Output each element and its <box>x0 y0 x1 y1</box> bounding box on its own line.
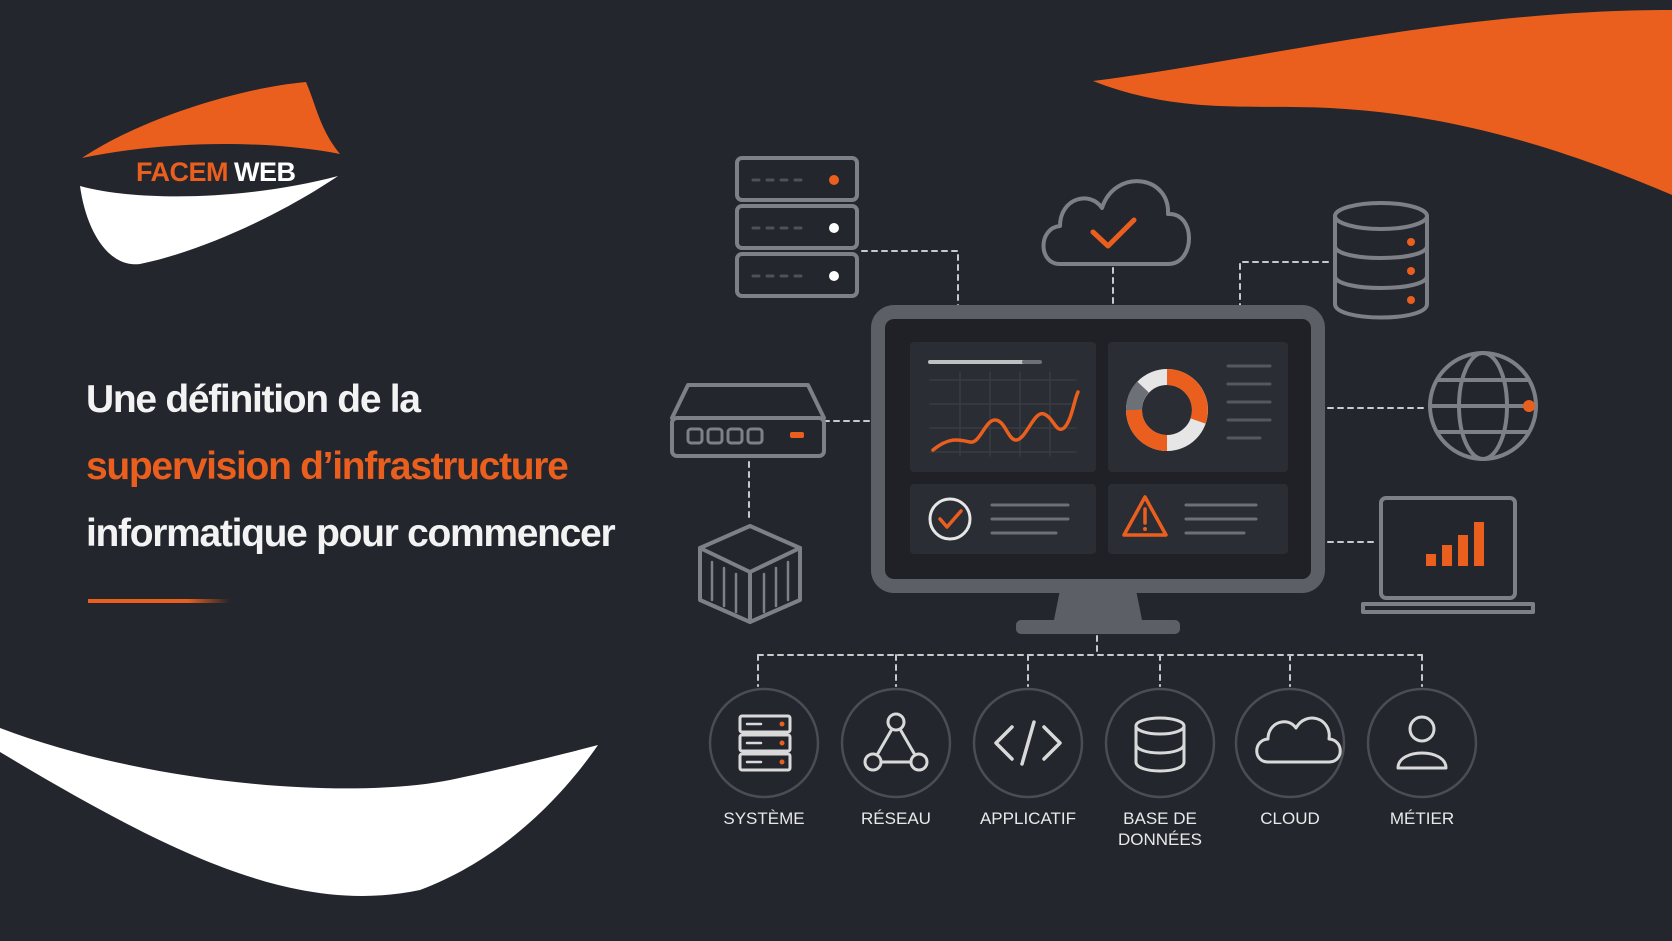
server-rack-icon <box>735 156 859 298</box>
dashboard-warning-status <box>1122 495 1258 537</box>
connector-lines <box>748 250 1426 687</box>
category-label-base-de-donnees: BASE DE DONNÉES <box>1117 809 1203 849</box>
container-box-icon <box>698 524 802 624</box>
logo-word-facem: FACEM <box>136 157 229 187</box>
laptop-chart-icon <box>1361 496 1535 614</box>
cloud-check-icon <box>1041 179 1191 266</box>
category-code-icon[interactable] <box>972 687 1084 799</box>
dashboard-line-chart <box>928 360 1080 457</box>
database-icon <box>1333 201 1429 320</box>
router-icon <box>670 383 826 458</box>
category-label-reseau: RÉSEAU <box>861 809 931 828</box>
orange-swoosh <box>1093 10 1672 195</box>
category-label-applicatif: APPLICATIF <box>979 809 1077 828</box>
category-label-cloud: CLOUD <box>1260 809 1320 828</box>
monitor-dashboard <box>871 305 1325 634</box>
headline-line-2: supervision d’infrastructure <box>86 445 569 488</box>
category-cloud-icon[interactable] <box>1234 687 1346 799</box>
dashboard-ok-status <box>928 497 1070 541</box>
logo-white-wave <box>80 176 338 265</box>
category-label-metier: MÉTIER <box>1389 809 1455 828</box>
dashboard-donut-chart <box>1126 364 1272 451</box>
logo-word-web: WEB <box>234 157 296 187</box>
category-database-icon[interactable] <box>1104 687 1216 799</box>
headline-line-1: Une définition de la <box>86 378 421 421</box>
headline-line-3: informatique pour commencer <box>86 512 616 555</box>
logo-emblem <box>80 82 340 265</box>
headline-underline <box>88 599 230 603</box>
category-network-icon[interactable] <box>840 687 952 799</box>
category-server-icon[interactable] <box>708 687 820 799</box>
globe-icon <box>1428 351 1538 461</box>
category-label-systeme: SYSTÈME <box>723 809 805 828</box>
logo-orange-wave <box>82 82 340 158</box>
white-swoosh <box>0 728 598 896</box>
category-user-icon[interactable] <box>1366 687 1478 799</box>
